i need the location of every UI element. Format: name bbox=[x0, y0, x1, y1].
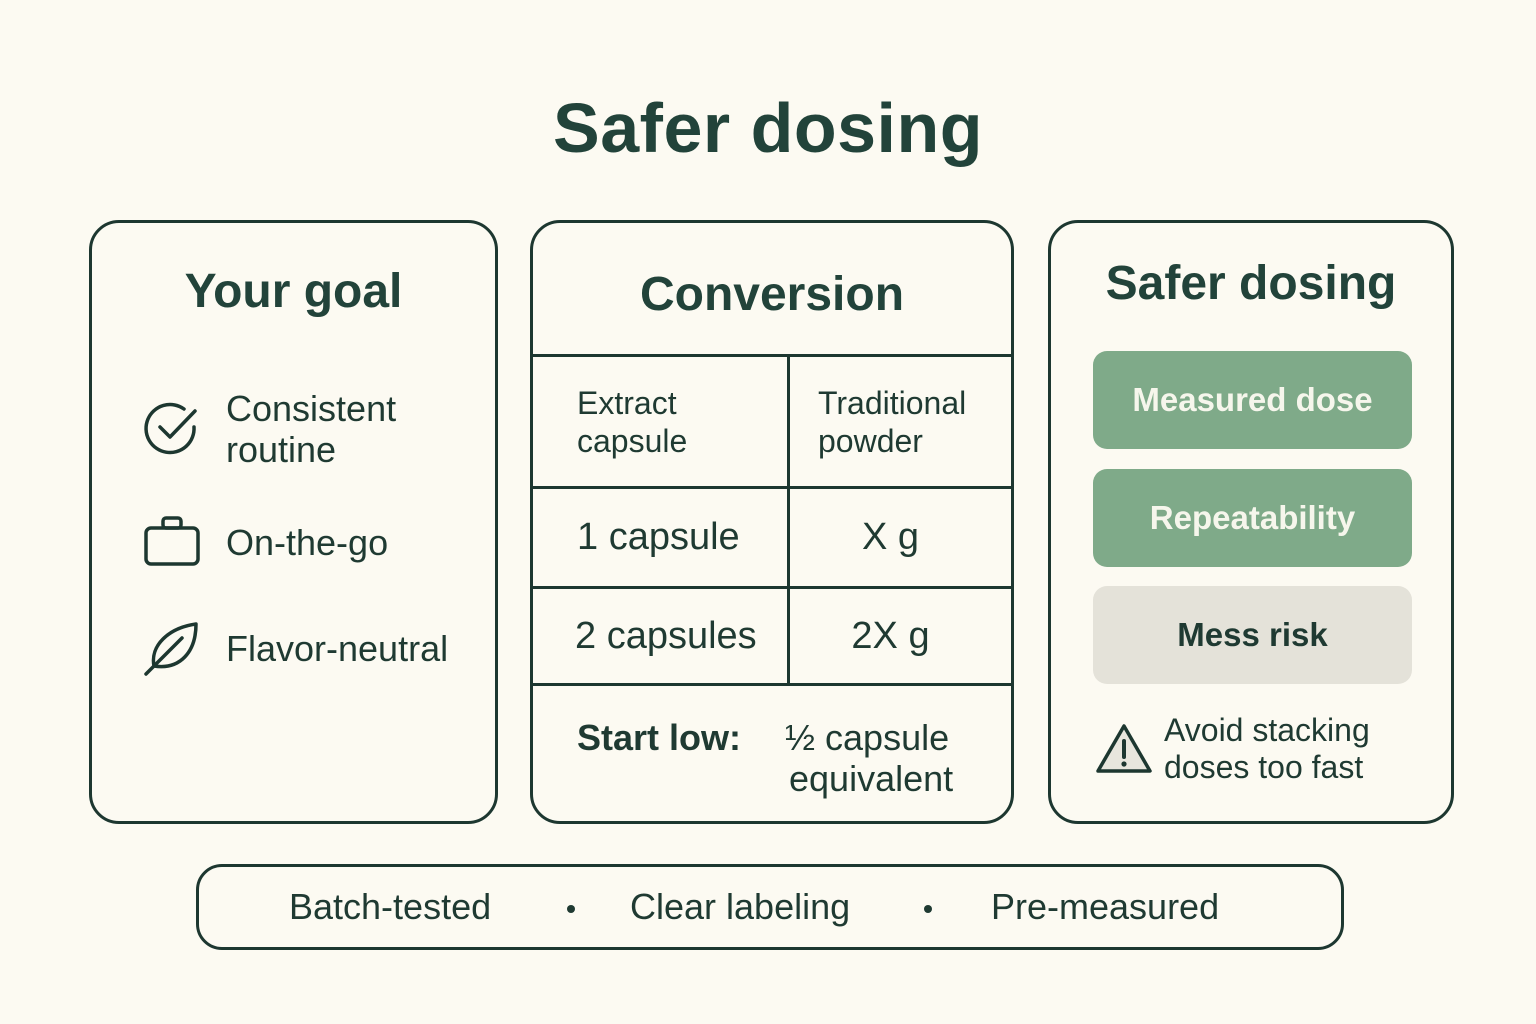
feature-batch-tested: Batch-tested bbox=[289, 886, 492, 927]
feature-clear-labeling: Clear labeling bbox=[630, 886, 851, 927]
start-low-value: ½ capsule equivalent bbox=[785, 717, 954, 799]
goal-item-label: On-the-go bbox=[226, 521, 389, 563]
pill-measured-dose: Measured dose bbox=[1093, 351, 1412, 449]
goal-item-label: Flavor-neutral bbox=[226, 627, 449, 669]
conversion-heading: Conversion bbox=[639, 268, 905, 321]
warning-text: Avoid stacking doses too fast bbox=[1164, 712, 1370, 785]
conversion-heading-row: Conversion bbox=[533, 223, 1011, 357]
check-circle-icon bbox=[144, 402, 197, 455]
capsule-cell: 2 capsules bbox=[575, 614, 757, 657]
capsule-cell: 1 capsule bbox=[577, 516, 740, 558]
briefcase-icon bbox=[144, 516, 200, 566]
goal-heading: Your goal bbox=[184, 265, 403, 318]
table-row: 2 capsules 2X g bbox=[533, 589, 1011, 686]
powder-cell: X g bbox=[861, 516, 920, 558]
goal-item-flavor-neutral: Flavor-neutral bbox=[140, 616, 448, 680]
column-divider bbox=[787, 357, 790, 486]
goal-item-on-the-go: On-the-go bbox=[140, 510, 388, 574]
separator-dot bbox=[567, 905, 575, 913]
features-bar: Batch-tested Clear labeling Pre-measured bbox=[196, 864, 1344, 950]
warning-triangle-icon bbox=[1096, 724, 1152, 773]
column-divider bbox=[787, 489, 790, 586]
start-low-label: Start low: bbox=[577, 717, 742, 758]
goal-card bbox=[89, 220, 498, 824]
goal-item-consistent-routine: Consistent routine bbox=[140, 388, 396, 470]
goal-item-label: Consistent routine bbox=[226, 388, 397, 470]
warning-note: Avoid stacking doses too fast bbox=[1094, 712, 1370, 786]
table-row: 1 capsule X g bbox=[533, 489, 1011, 589]
feature-pre-measured: Pre-measured bbox=[991, 886, 1220, 927]
powder-cell: 2X g bbox=[851, 614, 930, 657]
page-title: Safer dosing bbox=[553, 89, 983, 167]
pill-repeatability: Repeatability bbox=[1093, 469, 1412, 567]
leaf-icon bbox=[144, 622, 198, 676]
column-divider bbox=[787, 589, 790, 683]
separator-dot bbox=[924, 905, 932, 913]
safer-dosing-heading: Safer dosing bbox=[1105, 257, 1397, 310]
pill-mess-risk: Mess risk bbox=[1093, 586, 1412, 684]
